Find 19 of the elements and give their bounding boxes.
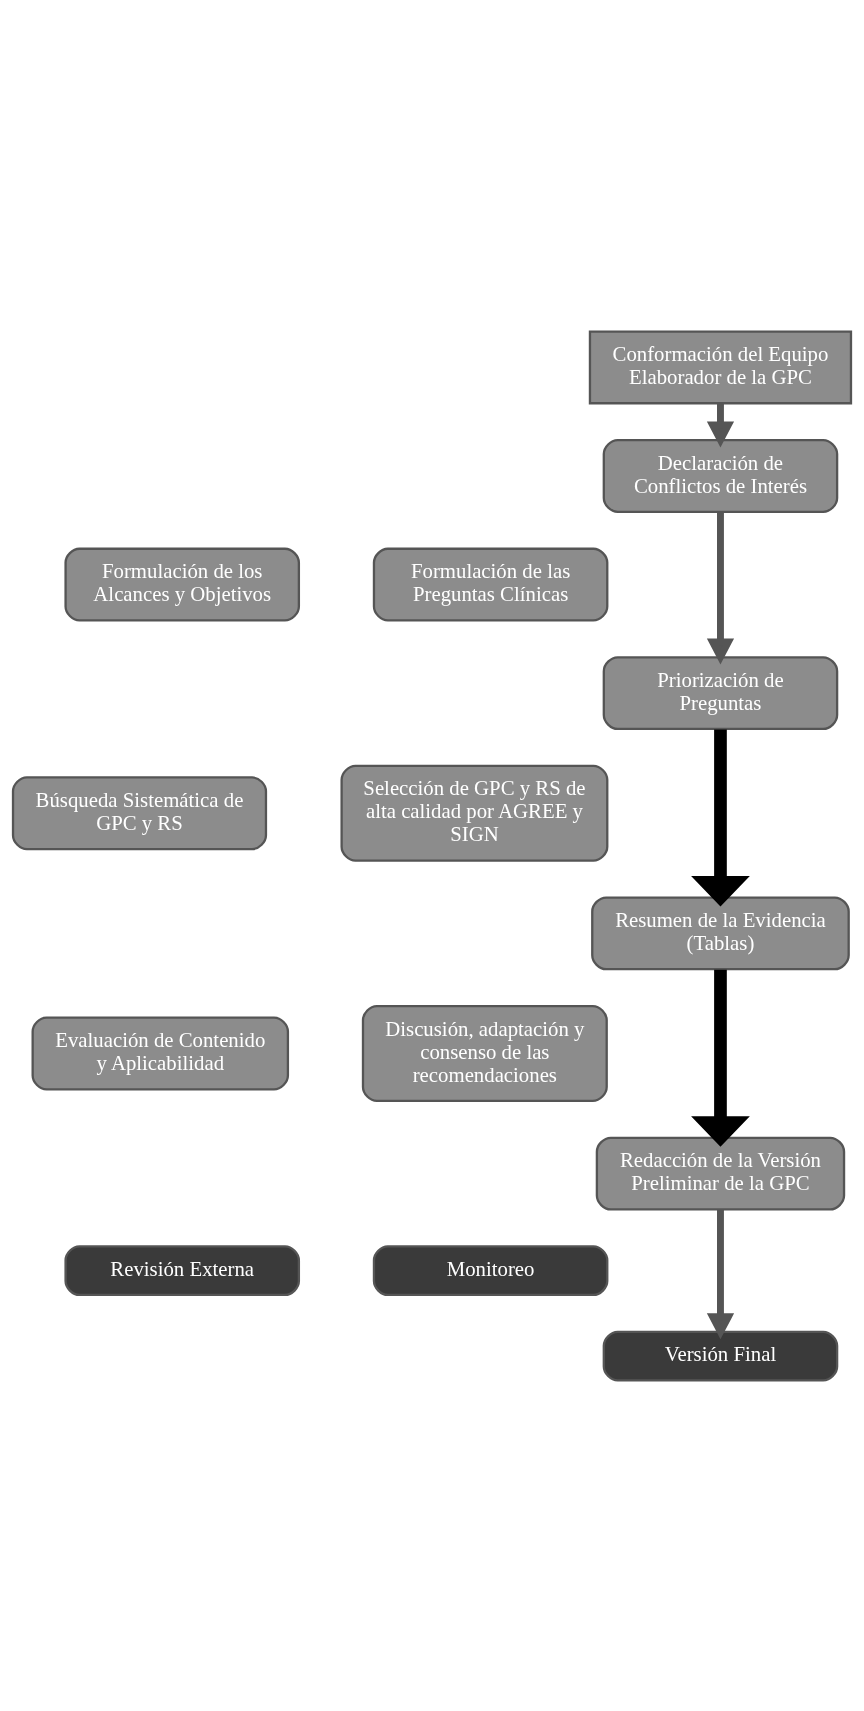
node-box: Resumen de la Evidencia (Tablas) <box>591 895 850 970</box>
node-box: Formulación de las Preguntas Clínicas <box>372 547 609 622</box>
node-box: Discusión, adaptación y consenso de las recomendaciones <box>361 1004 608 1102</box>
node-box: Búsqueda Sistemática de GPC y RS <box>11 775 268 850</box>
arrow <box>706 402 735 447</box>
node-box: Formulación de los Alcances y Objetivos <box>64 547 301 622</box>
node-box: Revisión Externa <box>64 1244 301 1296</box>
node-box: Declaración de Conflictos de Interés <box>602 438 839 513</box>
node-box: Monitoreo <box>372 1244 609 1296</box>
node-box: Versión Final <box>602 1330 839 1382</box>
node-box: Redacción de la Versión Preliminar de la GPC <box>595 1136 846 1211</box>
node-box: Priorización de Preguntas <box>602 655 839 730</box>
arrow <box>706 1209 735 1339</box>
arrow <box>706 511 735 664</box>
arrow <box>691 728 750 907</box>
node-box: Evaluación de Contenido y Aplicabilidad <box>31 1016 290 1090</box>
node-box: Selección de GPC y RS de alta calidad por AGREE y SIGN <box>340 764 609 862</box>
node-box: Conformación del Equipo Elaborador de la GPC <box>588 329 853 404</box>
arrow <box>691 969 750 1147</box>
